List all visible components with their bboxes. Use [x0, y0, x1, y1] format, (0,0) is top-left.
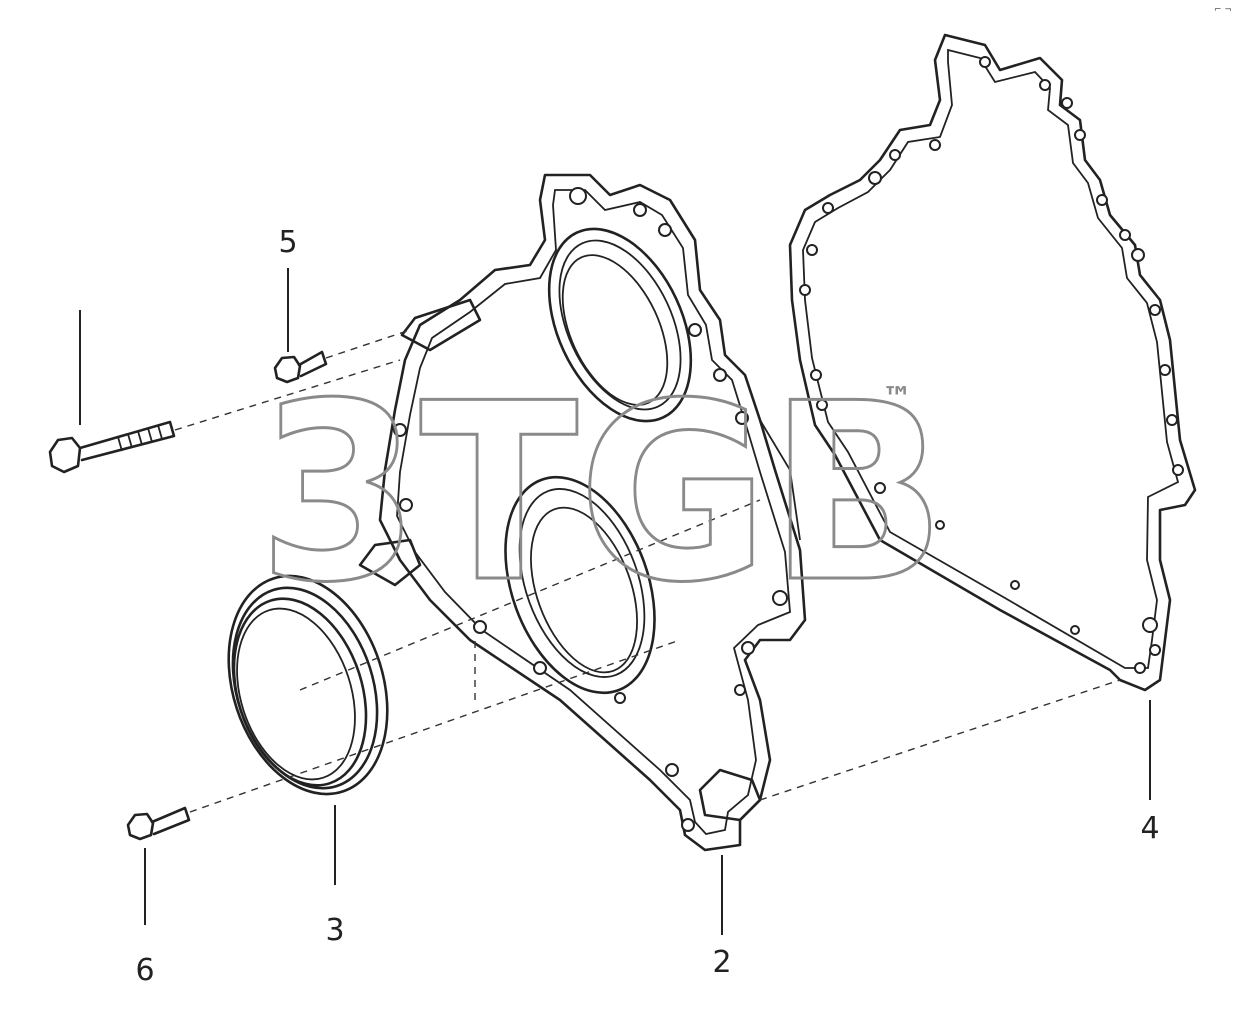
watermark: 3TGB ™ — [257, 350, 948, 638]
cover-plate-part-2 — [358, 173, 807, 852]
callout-3: 3 — [325, 913, 344, 948]
callout-2: 2 — [712, 945, 731, 980]
corner-mark: ⌐ ¬ — [1214, 5, 1232, 15]
gasket-part-4 — [788, 33, 1197, 692]
callout-4: 4 — [1140, 811, 1159, 846]
leader-lines — [79, 268, 1151, 935]
callout-5: 5 — [278, 225, 297, 260]
oil-seal-part-3 — [227, 574, 389, 796]
assembly-axes — [174, 329, 1121, 813]
short-bolt-part-5 — [273, 350, 328, 384]
short-bolt-part-6 — [126, 806, 191, 841]
long-bolt-part-1 — [48, 420, 176, 474]
watermark-text: 3TGB — [258, 351, 946, 636]
callout-6: 6 — [135, 953, 154, 988]
watermark-trademark: ™ — [882, 381, 912, 416]
